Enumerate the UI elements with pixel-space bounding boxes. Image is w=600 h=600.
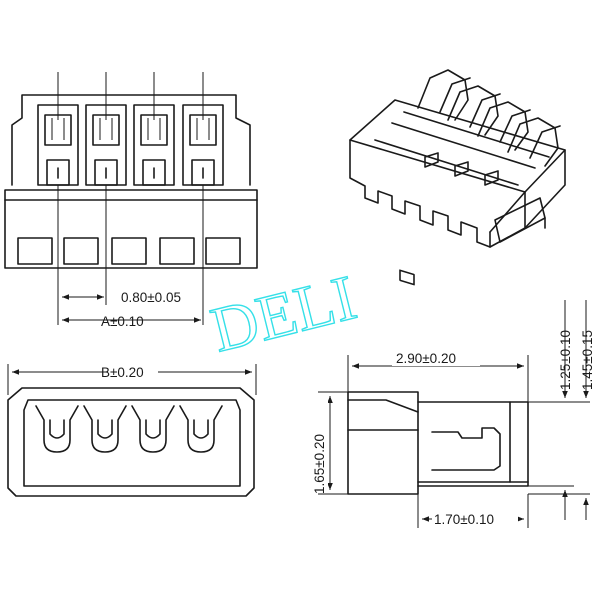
height-b-dimension: 1.45±0.15 bbox=[580, 330, 595, 390]
pitch-dimension: 0.80±0.05 bbox=[121, 290, 181, 305]
bottom-cavities bbox=[35, 405, 223, 453]
a-dimension: A±0.10 bbox=[101, 314, 144, 329]
pin-lines bbox=[57, 72, 204, 120]
isometric-view bbox=[349, 69, 566, 286]
b-dimension: B±0.20 bbox=[101, 365, 144, 380]
depth-dimension: 1.70±0.10 bbox=[434, 512, 494, 527]
length-dimension: 2.90±0.20 bbox=[396, 351, 456, 366]
height-total-dimension: 1.65±0.20 bbox=[312, 434, 327, 494]
bottom-view: B±0.20 bbox=[7, 364, 257, 497]
side-view: 2.90±0.20 1.65±0.20 1.25±0.10 1.45±0.15 … bbox=[312, 300, 595, 528]
height-a-dimension: 1.25±0.10 bbox=[558, 330, 573, 390]
watermark-text: DELI bbox=[204, 261, 363, 365]
front-cavities bbox=[37, 104, 224, 186]
front-view: 0.80±0.05 A±0.10 bbox=[4, 72, 258, 329]
